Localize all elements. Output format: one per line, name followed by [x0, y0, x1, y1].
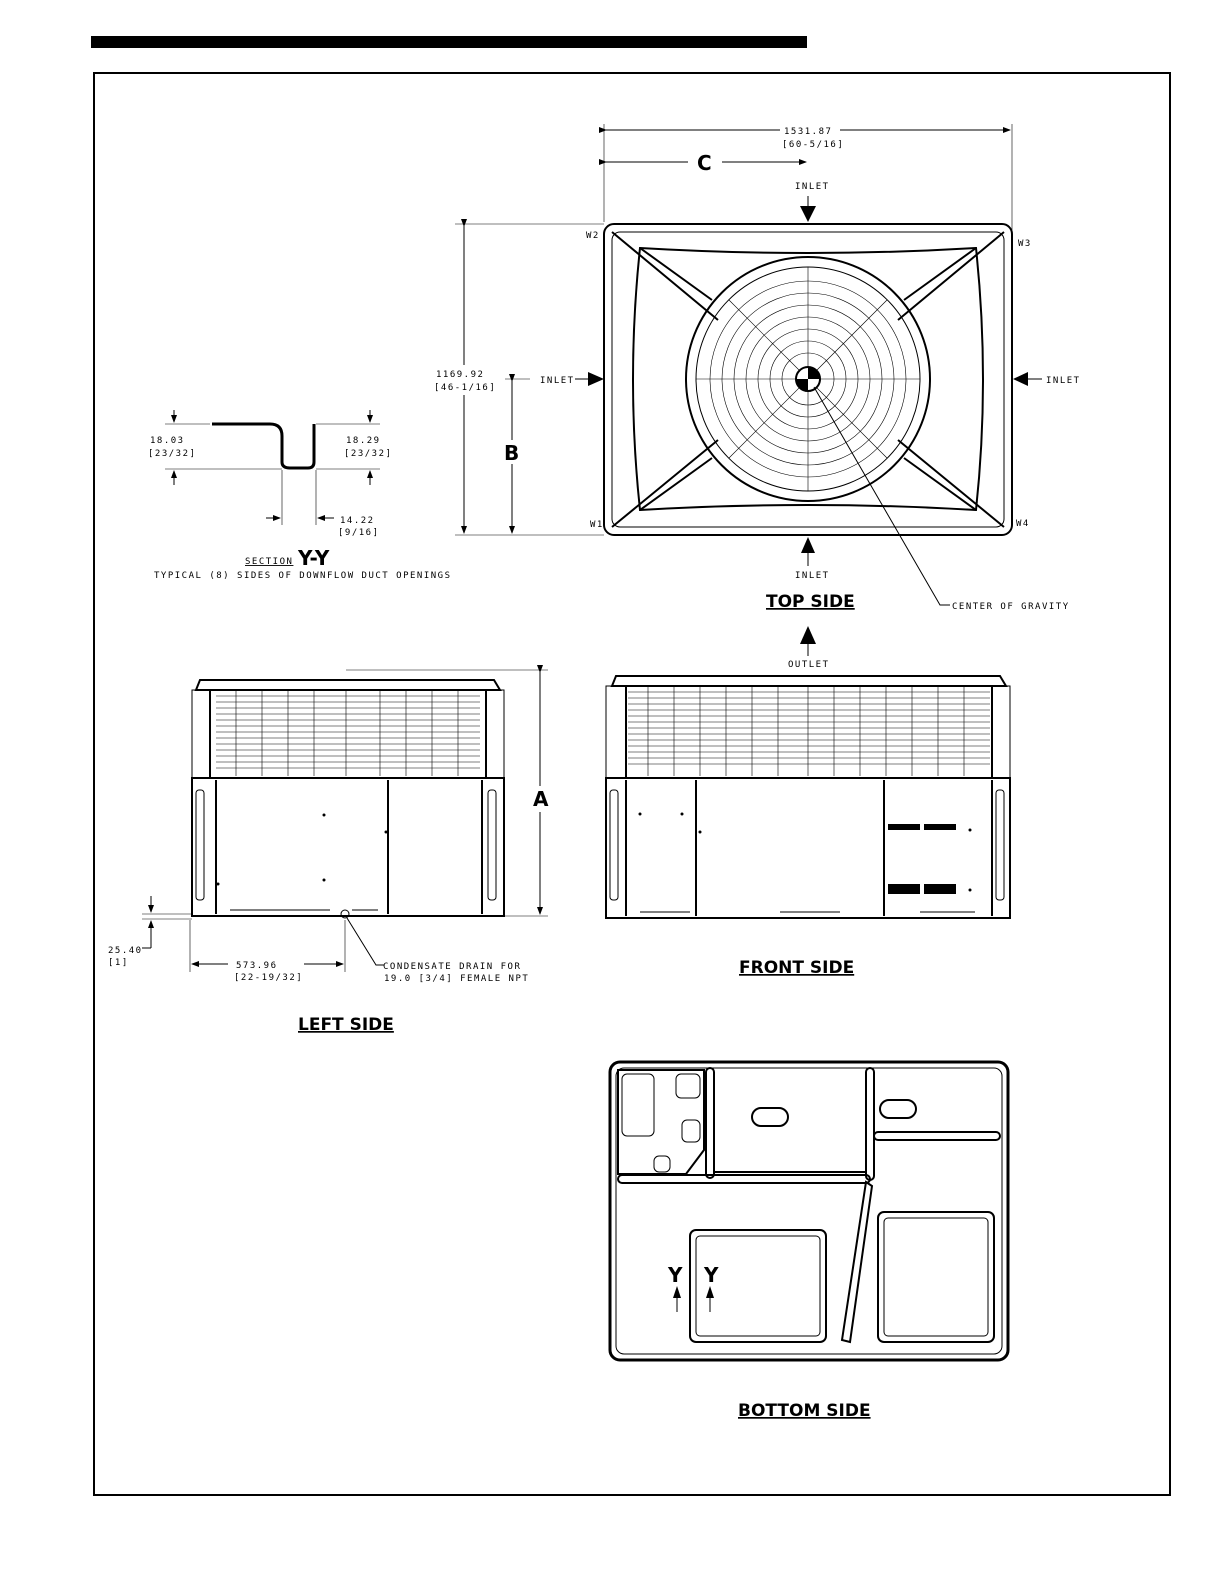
inlet-top-label: INLET [795, 182, 830, 192]
drain-offset-mm: 573.96 [236, 961, 278, 971]
section-right-height-in: [23/32] [344, 449, 392, 459]
section-left-height-in: [23/32] [148, 449, 196, 459]
section-title-prefix: SECTION [245, 557, 293, 567]
corner-w2: W2 [586, 231, 600, 241]
base-height-mm: 25.40 [108, 946, 143, 956]
section-caption: TYPICAL (8) SIDES OF DOWNFLOW DUCT OPENI… [154, 571, 452, 581]
left-side-view: A 25.40 [1] 573.96 [22-19/32] CONDENSATE… [108, 665, 549, 1035]
corner-w1: W1 [590, 520, 604, 530]
section-yy-detail: 18.03 [23/32] 18.29 [23/32] 14.22 [9/16]… [148, 410, 452, 581]
depth-mm: 1169.92 [436, 370, 484, 380]
inlet-bottom-label: INLET [795, 571, 830, 581]
section-mark-left: Y [667, 1263, 683, 1287]
front-side-title: FRONT SIDE [739, 958, 854, 978]
drain-note-line2: 19.0 [3/4] FEMALE NPT [384, 974, 529, 984]
inlet-right-label: INLET [1046, 376, 1081, 386]
header-bar [91, 36, 807, 48]
section-mark-right: Y [703, 1263, 719, 1287]
bottom-side-title: BOTTOM SIDE [738, 1401, 871, 1421]
drawing-frame [93, 72, 1171, 1496]
outlet-label: OUTLET [788, 660, 830, 670]
section-title: Y-Y [297, 546, 330, 570]
overall-width-mm: 1531.87 [784, 127, 832, 137]
corner-w4: W4 [1016, 519, 1030, 529]
depth-in: [46-1/16] [434, 383, 496, 393]
base-height-in: [1] [108, 958, 129, 968]
dim-a-label: A [533, 787, 549, 811]
section-right-height-mm: 18.29 [346, 436, 381, 446]
section-width-in: [9/16] [338, 528, 380, 538]
bottom-side-view: Y Y BOTTOM SIDE [608, 1060, 1010, 1421]
section-width-mm: 14.22 [340, 516, 375, 526]
drain-note-line1: CONDENSATE DRAIN FOR [383, 962, 521, 972]
top-side-title: TOP SIDE [766, 592, 855, 612]
section-left-height-mm: 18.03 [150, 436, 185, 446]
top-side-view: 1531.87 [60-5/16] C INLET 1169.92 [46-1/… [434, 124, 1081, 656]
drain-offset-in: [22-19/32] [234, 973, 303, 983]
front-side-view: OUTLET [605, 660, 1011, 978]
center-of-gravity-label: CENTER OF GRAVITY [952, 602, 1070, 612]
overall-width-in: [60-5/16] [782, 140, 844, 150]
inlet-left-label: INLET [540, 376, 575, 386]
dim-b-label: B [504, 441, 519, 465]
corner-w3: W3 [1018, 239, 1032, 249]
left-side-title: LEFT SIDE [298, 1015, 394, 1035]
dim-c-label: C [697, 151, 712, 175]
